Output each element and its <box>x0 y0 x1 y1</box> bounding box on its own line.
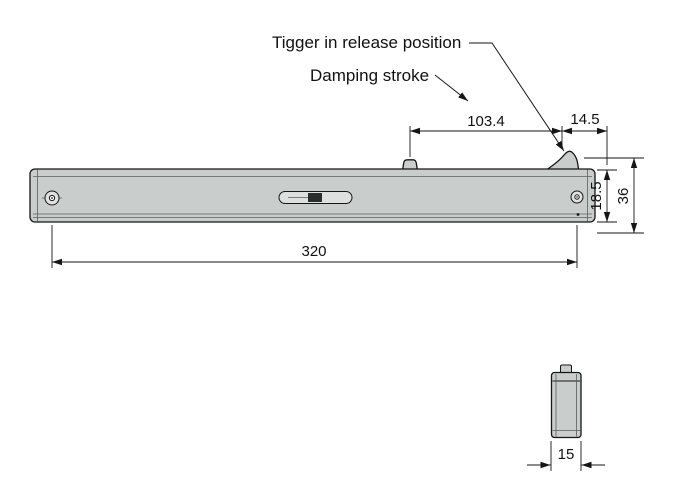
annotations: Tigger in release position Damping strok… <box>272 33 565 152</box>
slider-block <box>308 193 322 202</box>
dimension-rail-height: 18.5 <box>588 169 617 223</box>
trigger-release-leader <box>469 42 565 152</box>
dimension-overall-height: 36 <box>584 157 644 234</box>
damper-trigger <box>401 159 419 172</box>
hole-center-dot <box>576 196 578 198</box>
dimension-value: 36 <box>615 188 632 205</box>
damping-stroke-leader <box>434 74 469 102</box>
dimension-value: 320 <box>301 243 326 260</box>
dimension-trigger-offset: 14.5 <box>562 111 608 165</box>
dimension-damping-stroke: 103.4 <box>409 113 563 157</box>
dimension-value: 18.5 <box>588 181 605 210</box>
left-mounting-hole <box>42 190 62 206</box>
dimension-rail-length: 320 <box>51 225 578 268</box>
end-view-body <box>550 371 582 439</box>
rail-side-view <box>29 150 596 223</box>
rail-end-view <box>550 364 582 439</box>
pin-dot <box>576 213 580 216</box>
dimension-value: 15 <box>558 446 575 463</box>
right-mounting-hole <box>570 190 584 216</box>
trigger-release-label: Tigger in release position <box>272 33 461 52</box>
dimensions: 103.4 14.5 18.5 36 320 <box>51 111 644 471</box>
center-slot <box>278 191 353 204</box>
hole-center-dot <box>51 197 53 199</box>
damping-stroke-label: Damping stroke <box>310 66 429 85</box>
dimension-value: 14.5 <box>570 111 599 128</box>
dimension-profile-width: 15 <box>527 441 605 471</box>
release-trigger <box>543 150 580 172</box>
dimension-value: 103.4 <box>467 113 505 130</box>
